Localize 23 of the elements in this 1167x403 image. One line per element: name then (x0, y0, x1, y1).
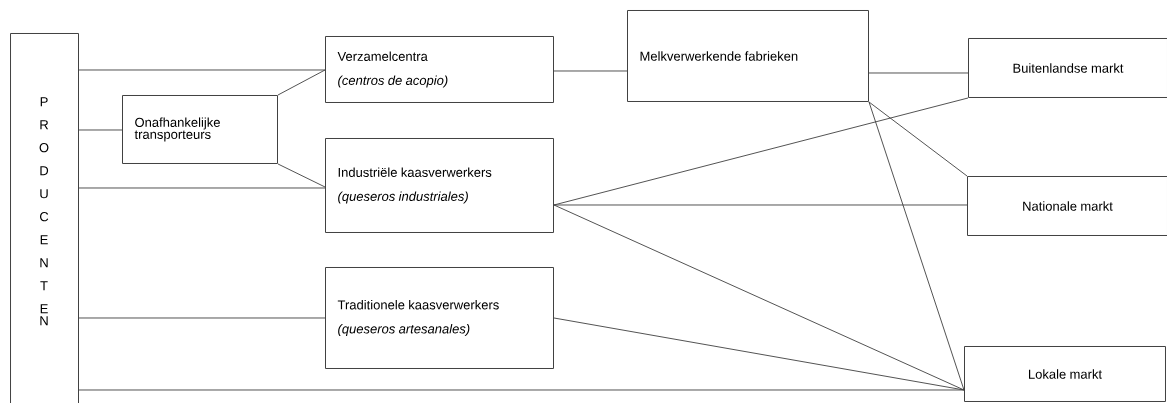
process-box: Industriële kaasverwerkers (queseros industriales) (325, 138, 554, 233)
connector-line (78, 69, 326, 71)
connector-line (78, 317, 326, 319)
connector-line (78, 187, 326, 189)
connector-line (277, 69, 326, 96)
process-box: Verzamelcentra (centros de acopio) (325, 36, 554, 103)
connector-line (277, 163, 326, 188)
connector-line (553, 70, 628, 72)
process-box: Lokale markt (964, 346, 1166, 402)
connector-line (868, 101, 968, 177)
process-box: Nationale markt (967, 176, 1167, 236)
connector-line (868, 101, 965, 391)
process-box: Onafhankelijke transporteurs (122, 95, 278, 164)
connector-line (868, 72, 969, 74)
connector-line (553, 204, 965, 391)
process-box: Traditionele kaasverwerkers (queseros artesanales) (325, 267, 554, 369)
connector-line (553, 317, 965, 391)
producer-box: PRODUCENTEN (10, 33, 79, 403)
connector-line (78, 389, 965, 391)
connector-line (553, 204, 968, 206)
connector-line (78, 129, 123, 131)
process-box: Buitenlandse markt (968, 38, 1167, 98)
process-box: Melkverwerkende fabrieken (627, 10, 869, 102)
